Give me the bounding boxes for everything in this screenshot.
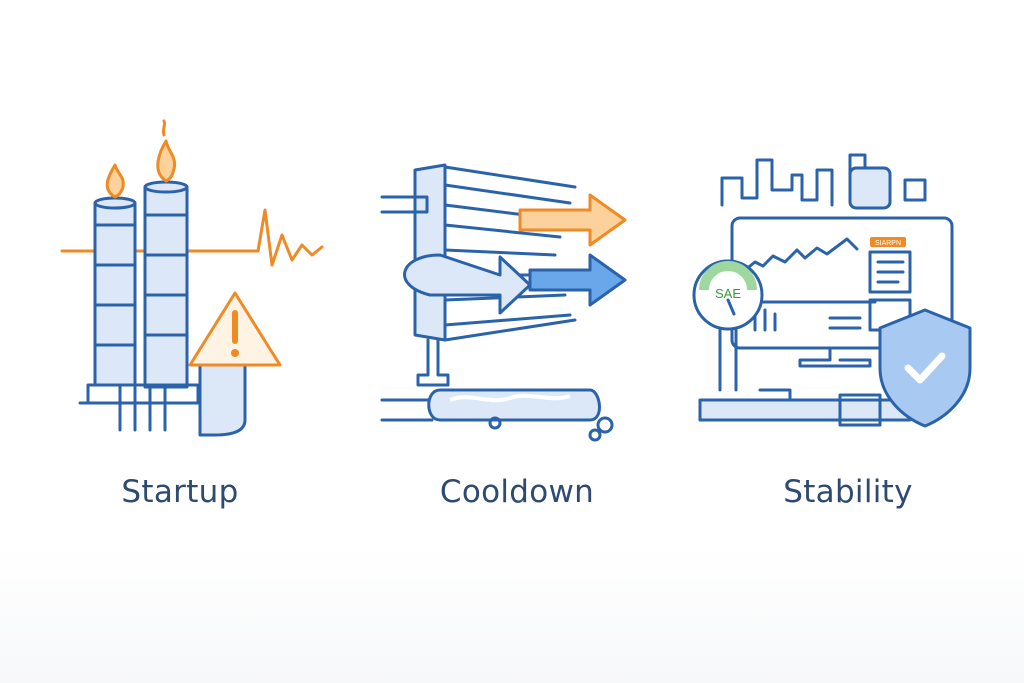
stability-label: Stability — [783, 474, 913, 510]
startup-label: Startup — [121, 474, 239, 510]
monitor-shield-icon: SIARPN SAE — [692, 153, 972, 428]
heat-exchanger-icon — [380, 163, 627, 442]
badge-text: SIARPN — [875, 240, 901, 247]
furnace-stacks-warning-icon — [60, 119, 324, 437]
gauge-text: SAE — [715, 286, 741, 301]
cooldown-label: Cooldown — [439, 474, 595, 510]
